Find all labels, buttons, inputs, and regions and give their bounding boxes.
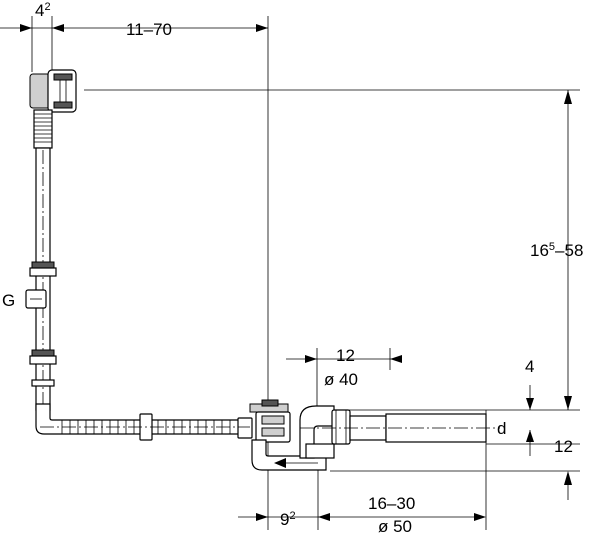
bottom-height-label: 12 xyxy=(554,437,573,456)
d-label: d xyxy=(497,419,506,438)
overflow-span-label: 11–70 xyxy=(126,20,172,39)
outlet-diameter-label: ø 50 xyxy=(378,517,412,536)
flex-hose xyxy=(35,403,253,441)
dimension-arrows xyxy=(20,24,572,521)
drain-trap xyxy=(249,399,500,471)
g-label: G xyxy=(2,291,15,310)
overflow-head xyxy=(29,69,77,113)
overflow-pipe xyxy=(25,109,57,411)
dimension-labels: 42 11–70 165–58 G 12 ø 40 4 d 12 92 16–3… xyxy=(2,1,583,536)
drain-outlet-size-label: 12 xyxy=(336,346,355,365)
dimension-lines xyxy=(0,16,580,530)
height-range-label: 165–58 xyxy=(530,241,583,260)
overflow-offset-label: 42 xyxy=(35,1,51,20)
trap-offset-label: 92 xyxy=(280,510,296,529)
drain-outlet-diameter-label: ø 40 xyxy=(324,370,358,389)
top-offset-label: 4 xyxy=(525,357,534,376)
outlet-range-label: 16–30 xyxy=(368,494,415,513)
